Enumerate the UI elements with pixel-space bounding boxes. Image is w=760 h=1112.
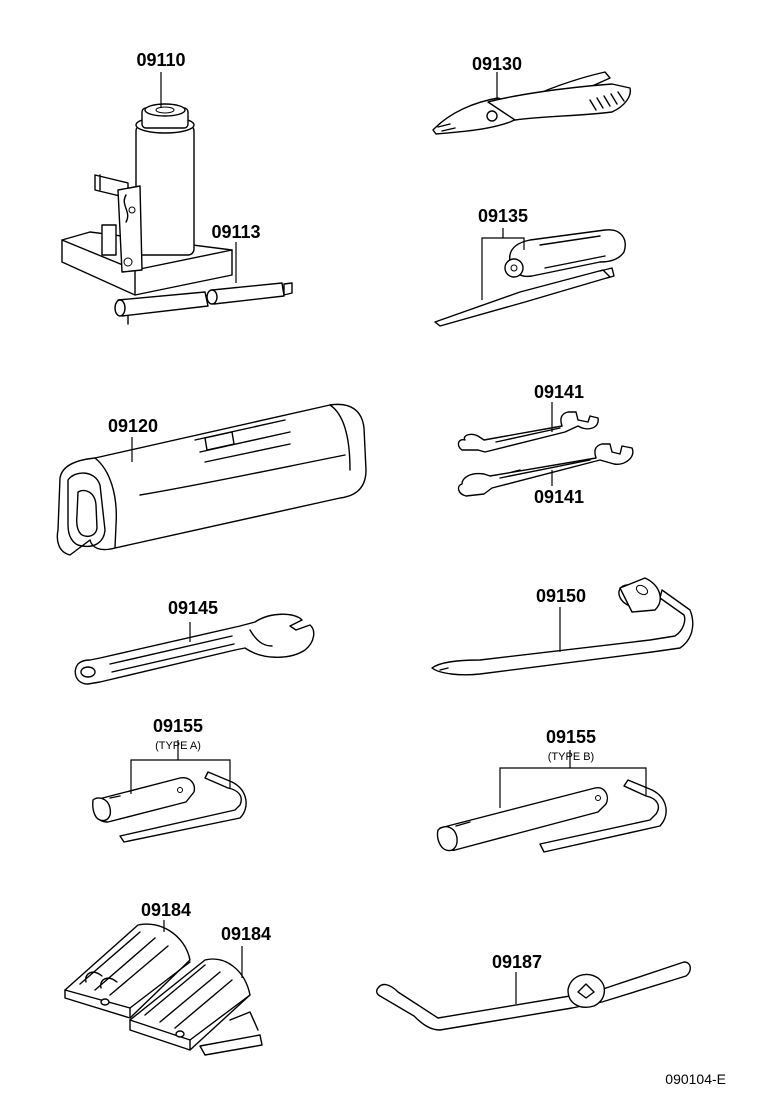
label-09155-b-type: (TYPE B)	[548, 751, 594, 763]
wheel-chock-2	[129, 958, 263, 1056]
label-09155-b: 09155	[546, 727, 596, 747]
leader-09155-a	[130, 759, 231, 794]
label-09184-2: 09184	[221, 924, 271, 944]
jack-handle-extension	[375, 961, 691, 1031]
label-09113: 09113	[211, 222, 260, 242]
label-09150: 09150	[536, 586, 586, 606]
tool-bag	[56, 403, 367, 556]
bottle-jack	[61, 103, 233, 296]
label-09184-1: 09184	[141, 900, 191, 920]
leader-09155-b	[499, 767, 647, 808]
screwdriver	[434, 229, 626, 327]
label-09145: 09145	[168, 598, 218, 618]
spanner-lower	[457, 443, 634, 497]
wheel-nut-wrench	[431, 577, 694, 676]
label-09141-lower: 09141	[534, 487, 584, 507]
label-09141-upper: 09141	[534, 382, 584, 402]
label-09110: 09110	[136, 50, 185, 70]
label-09130: 09130	[472, 54, 522, 74]
jack-handle	[114, 282, 293, 325]
label-09155-a: 09155	[153, 716, 203, 736]
pliers	[432, 71, 632, 135]
wheel-chock-1	[64, 923, 191, 1019]
plug-wrench-type-b	[436, 779, 667, 853]
label-09187: 09187	[492, 952, 542, 972]
label-09120: 09120	[108, 416, 158, 436]
label-09155-a-type: (TYPE A)	[155, 740, 201, 752]
figure-code: 090104-E	[665, 1071, 726, 1087]
adjustable-wrench	[74, 613, 315, 685]
spanner-upper	[457, 411, 599, 453]
label-09135: 09135	[478, 206, 528, 226]
plug-wrench-type-a	[92, 771, 247, 843]
